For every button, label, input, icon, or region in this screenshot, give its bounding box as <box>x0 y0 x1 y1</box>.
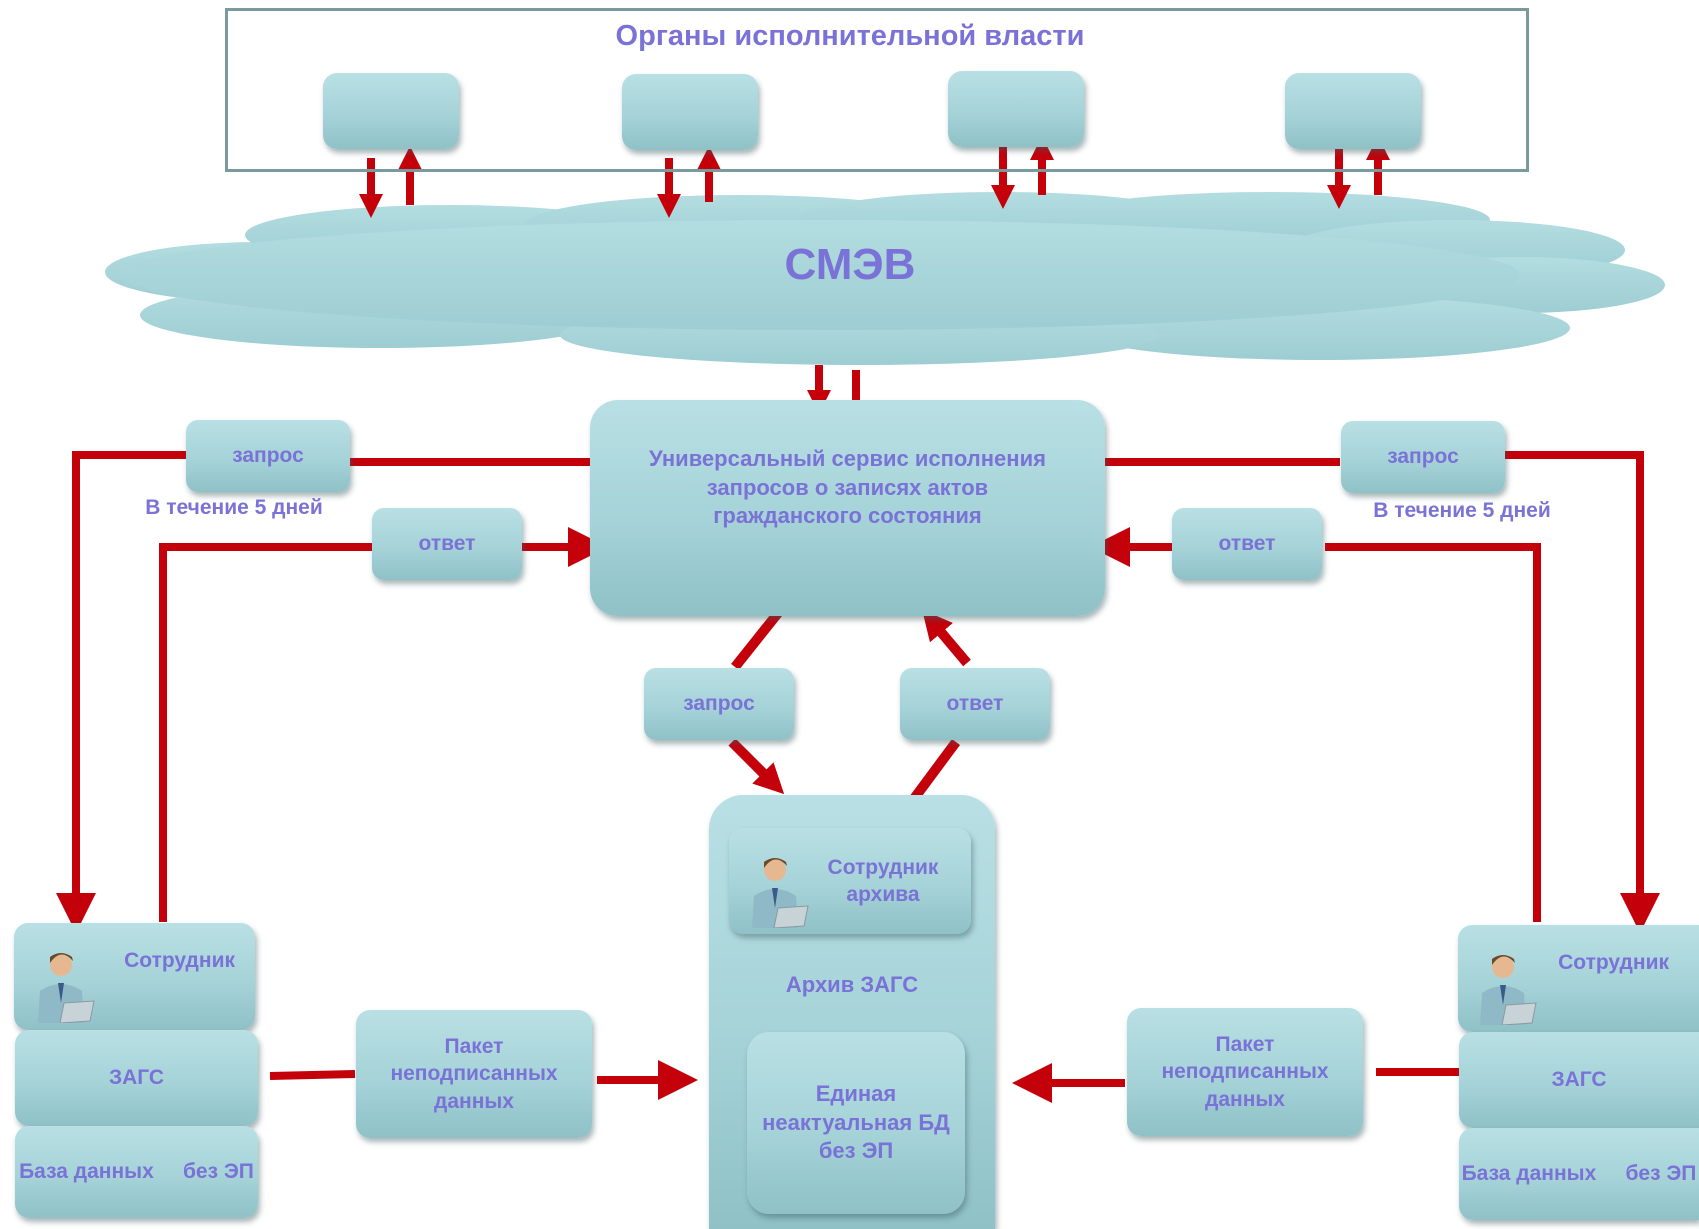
left-package-box: Пакет неподписанных данных <box>356 1010 592 1138</box>
right-request-line <box>1105 451 1660 933</box>
archive-response-line <box>908 609 971 803</box>
right-package-box: Пакет неподписанных данных <box>1127 1008 1363 1136</box>
archive-response-box: ответ <box>900 668 1050 740</box>
right-database-box: База данных без ЭП <box>1459 1128 1699 1220</box>
left-request-label: запрос <box>232 444 304 468</box>
universal-service-box: Универсальный сервис исполнения запросов… <box>590 400 1105 616</box>
left-response-label: ответ <box>418 532 476 556</box>
right-response-box: ответ <box>1172 508 1322 580</box>
right-zags-label: ЗАГС <box>1551 1068 1607 1092</box>
person-at-laptop-icon <box>1480 955 1537 1025</box>
left-request-line <box>56 451 590 933</box>
archive-database-box: Единая неактуальная БД без ЭП <box>747 1032 965 1214</box>
right-package-label: Пакет неподписанных данных <box>1161 1033 1329 1111</box>
left-response-line <box>159 527 608 922</box>
person-at-laptop-icon <box>38 953 95 1023</box>
archive-request-box: запрос <box>644 668 794 740</box>
executive-bodies-frame <box>225 8 1529 172</box>
archive-request-line <box>728 609 785 795</box>
left-zags-label: ЗАГС <box>108 1066 165 1090</box>
executive-body-4 <box>1285 73 1421 149</box>
left-response-box: ответ <box>372 508 522 580</box>
universal-service-label: Универсальный сервис исполнения запросов… <box>649 446 1046 529</box>
person-at-laptop-icon <box>752 858 809 928</box>
left-database-box: База данных без ЭП <box>15 1126 258 1218</box>
archive-employee-label: Сотрудник архива <box>827 855 939 906</box>
left-package-arrow <box>269 1060 698 1100</box>
executive-bodies-title: Органы исполнительной власти <box>615 20 1085 52</box>
right-response-label: ответ <box>1218 532 1276 556</box>
left-database-label: База данных без ЭП <box>19 1160 254 1184</box>
executive-body-3 <box>948 71 1084 147</box>
archive-title: Архив ЗАГС <box>785 972 919 997</box>
archive-request-label: запрос <box>683 692 755 716</box>
right-zags-box: ЗАГС <box>1459 1032 1699 1128</box>
right-employee-label: Сотрудник <box>1558 951 1669 974</box>
left-request-box: запрос <box>186 420 350 492</box>
right-deadline-label: В течение 5 дней <box>1373 499 1551 522</box>
left-zags-box: ЗАГС <box>15 1030 258 1126</box>
left-package-label: Пакет неподписанных данных <box>390 1035 558 1113</box>
right-request-label: запрос <box>1387 445 1459 469</box>
left-employee-label: Сотрудник <box>124 949 235 972</box>
right-request-box: запрос <box>1341 421 1505 493</box>
executive-body-1 <box>323 73 459 149</box>
executive-body-2 <box>622 74 758 150</box>
right-package-arrow <box>1012 1063 1463 1103</box>
archive-database-label: Единая неактуальная БД без ЭП <box>762 1081 950 1164</box>
smev-cloud <box>105 192 1665 365</box>
left-deadline-label: В течение 5 дней <box>145 496 323 519</box>
smev-label: СМЭВ <box>784 240 916 289</box>
right-database-label: База данных без ЭП <box>1461 1162 1697 1186</box>
archive-response-label: ответ <box>946 692 1004 716</box>
right-response-line <box>1090 527 1541 922</box>
